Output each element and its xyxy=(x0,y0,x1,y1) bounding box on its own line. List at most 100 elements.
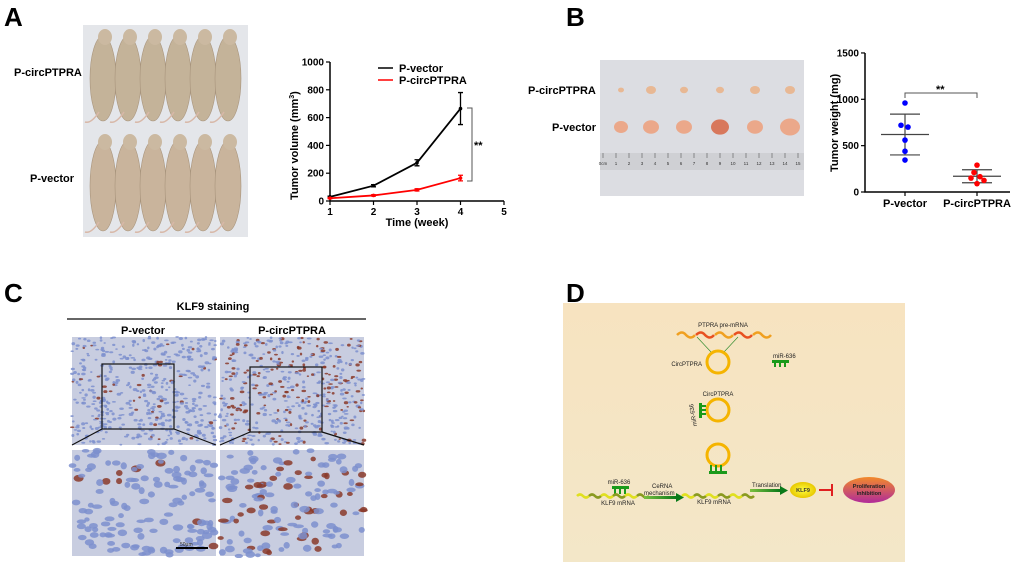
cell xyxy=(200,467,207,475)
cell xyxy=(147,546,155,553)
circrna-circle xyxy=(705,349,731,375)
cell xyxy=(202,405,208,407)
cell xyxy=(149,423,153,426)
cell xyxy=(156,336,159,340)
cell xyxy=(249,338,252,340)
y-tick-label: 500 xyxy=(842,141,859,152)
cell xyxy=(356,369,362,372)
cell xyxy=(103,390,108,394)
cell xyxy=(339,509,348,516)
strand-segment xyxy=(600,493,614,499)
cell xyxy=(102,399,106,403)
cell xyxy=(92,526,99,533)
cell xyxy=(146,449,156,455)
cell xyxy=(282,394,287,398)
cell xyxy=(174,394,179,397)
cell xyxy=(286,406,290,408)
cell xyxy=(229,434,233,437)
cell xyxy=(150,410,154,413)
cell xyxy=(299,505,310,513)
cell xyxy=(342,397,347,400)
mouse xyxy=(139,35,167,122)
mirna-icon xyxy=(699,403,706,418)
cell xyxy=(284,342,288,345)
cell xyxy=(261,542,271,550)
cell xyxy=(260,530,271,537)
cell xyxy=(169,437,173,440)
cell xyxy=(159,416,163,419)
cell xyxy=(222,497,233,504)
cell xyxy=(269,357,273,361)
cell xyxy=(324,441,330,445)
cell xyxy=(343,401,349,405)
cell xyxy=(209,462,219,468)
cell xyxy=(134,408,139,411)
cell xyxy=(190,372,196,375)
cell xyxy=(323,341,329,344)
cell xyxy=(233,374,237,378)
cell xyxy=(71,499,81,506)
cell xyxy=(133,527,143,533)
cell xyxy=(193,379,197,383)
cell xyxy=(334,375,339,378)
cell xyxy=(104,431,108,434)
cell xyxy=(128,412,134,416)
y-axis-label: Tumor weight (mg) xyxy=(829,73,841,172)
cell xyxy=(202,530,210,535)
cell xyxy=(179,392,185,396)
cell xyxy=(207,344,211,346)
cell xyxy=(235,340,240,344)
cell xyxy=(70,350,74,353)
cell xyxy=(152,364,158,367)
panel-label-c: C xyxy=(4,278,23,308)
cell xyxy=(128,366,133,369)
cell xyxy=(258,393,263,396)
cell xyxy=(346,491,353,497)
cell xyxy=(332,527,342,533)
cell xyxy=(156,360,160,364)
cell xyxy=(213,413,217,416)
ruler-label: 13 xyxy=(769,161,775,166)
cell xyxy=(265,370,271,373)
cell xyxy=(168,430,172,433)
cell xyxy=(224,370,229,374)
cell xyxy=(157,405,162,408)
cell xyxy=(186,428,191,431)
mean-sd-bar xyxy=(953,169,1001,184)
cell xyxy=(73,370,77,374)
cell xyxy=(271,443,275,446)
cell xyxy=(314,488,321,493)
cell xyxy=(101,352,106,356)
cell xyxy=(339,392,345,396)
arrow-icon xyxy=(644,493,684,502)
cell xyxy=(340,344,345,347)
cell xyxy=(332,430,336,434)
cell xyxy=(86,354,90,357)
cell xyxy=(141,373,145,377)
cell xyxy=(299,439,304,442)
splice-line xyxy=(723,336,739,353)
cell xyxy=(358,471,367,478)
cell xyxy=(187,346,193,349)
cell xyxy=(283,400,288,402)
cell xyxy=(137,443,142,446)
cell xyxy=(266,519,277,524)
cell xyxy=(152,403,156,406)
cell xyxy=(316,337,320,341)
cell xyxy=(225,362,230,365)
cell xyxy=(361,438,367,442)
cell xyxy=(91,440,95,443)
tumor xyxy=(643,120,659,134)
cell xyxy=(253,342,257,346)
klf9-label: KLF9 xyxy=(796,488,810,494)
cell xyxy=(117,416,122,420)
cell xyxy=(195,439,199,442)
cell xyxy=(269,475,278,481)
cell xyxy=(138,435,143,438)
cell xyxy=(348,441,352,445)
cell xyxy=(81,388,85,392)
cell xyxy=(218,413,222,417)
cell xyxy=(178,350,183,354)
cell xyxy=(149,528,158,534)
cell xyxy=(111,460,121,466)
